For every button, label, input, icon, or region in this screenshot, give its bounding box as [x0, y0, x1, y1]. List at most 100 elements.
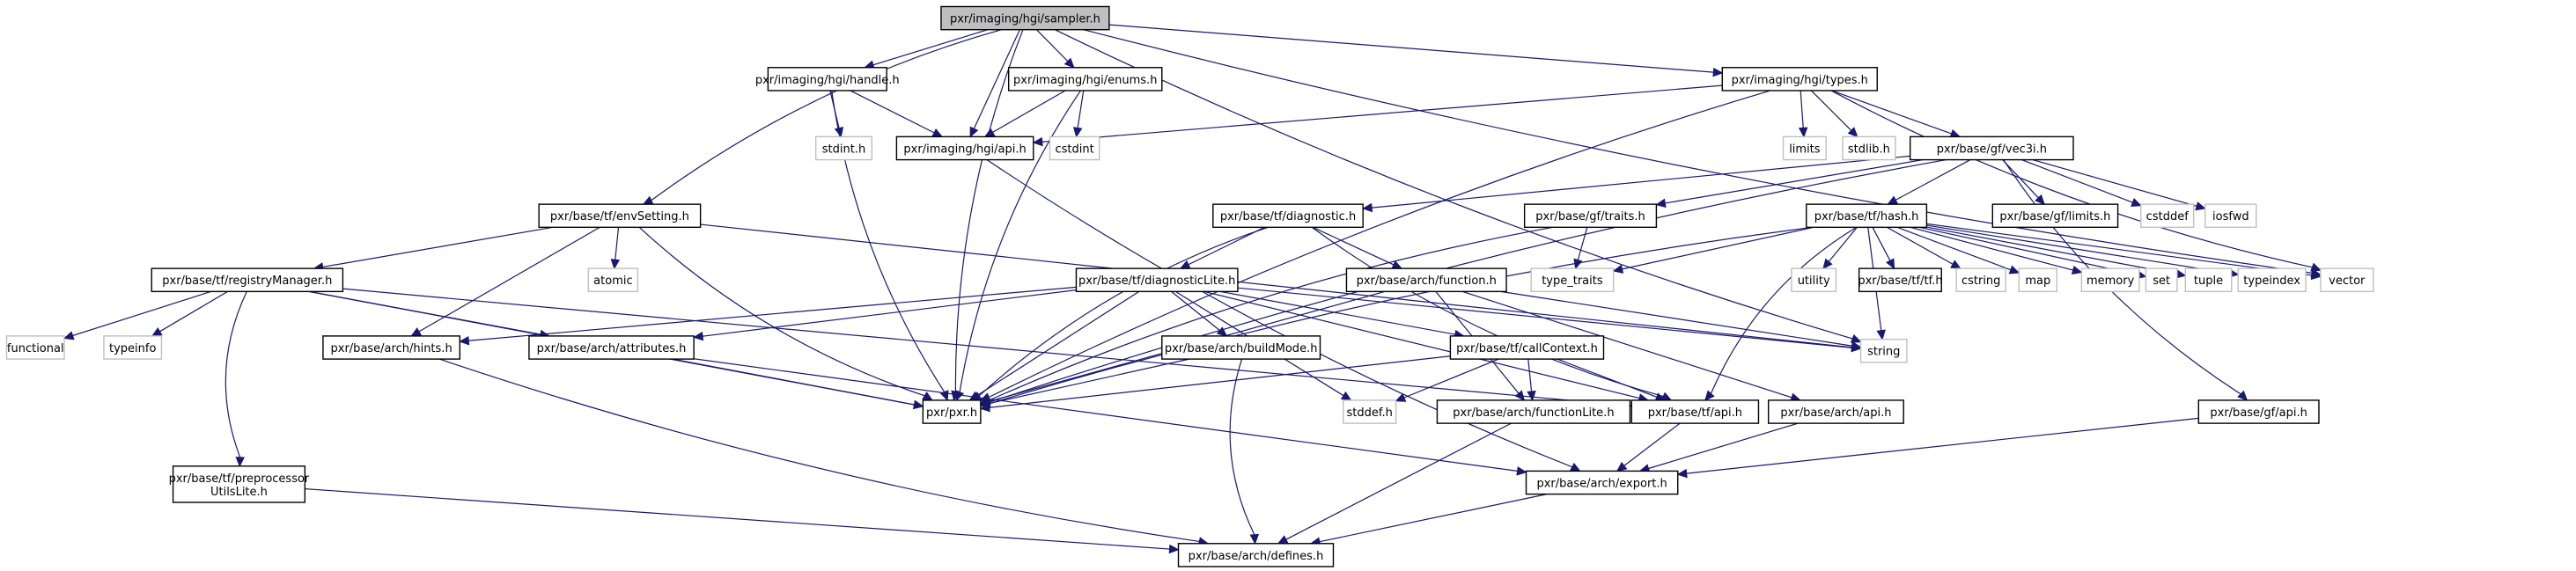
node-types[interactable]: pxr/imaging/hgi/types.h: [1721, 67, 1878, 92]
edge-line: [1895, 159, 1971, 201]
node-envSetting[interactable]: pxr/base/tf/envSetting.h: [538, 203, 702, 229]
node-label: cstdint: [1055, 143, 1093, 156]
edge-line: [1810, 90, 1852, 131]
node-gf-limits[interactable]: pxr/base/gf/limits.h: [1991, 203, 2119, 229]
edge-arch-buildMode-to-pxr-h: [979, 358, 1189, 408]
edge-vec3i-to-diagnostic: [1361, 155, 1910, 213]
node-label: cstring: [1961, 275, 2000, 288]
node-functional: functional: [5, 335, 65, 360]
arrowhead-icon: [1886, 258, 1895, 270]
node-box: [538, 203, 702, 229]
edge-sampler-to-handle: [864, 29, 989, 70]
arrowhead-icon: [642, 195, 654, 205]
node-box: [1177, 543, 1335, 567]
node-stdlib-h: stdlib.h: [1842, 135, 1896, 161]
node-arch-buildMode[interactable]: pxr/base/arch/buildMode.h: [1161, 335, 1321, 360]
edge-line: [1171, 290, 1220, 332]
arrowhead-icon: [922, 392, 933, 401]
edge-line: [1686, 417, 2199, 474]
edge-tf-hash-to-memory: [1910, 226, 2083, 275]
edge-line: [651, 29, 1002, 201]
node-box: [895, 135, 1034, 161]
edge-sampler-to-enums: [1035, 29, 1075, 69]
edge-line: [1557, 358, 1657, 398]
node-box: [322, 335, 460, 360]
edge-line: [1926, 226, 2177, 275]
node-handle[interactable]: pxr/imaging/hgi/handle.h: [755, 67, 900, 92]
node-box: [1955, 267, 2006, 293]
arrowhead-icon: [151, 327, 163, 337]
edge-callContext-to-stddef-h: [1395, 358, 1499, 402]
edge-line: [959, 90, 1081, 392]
edge-enums-to-cstdint: [1072, 90, 1085, 138]
node-pxr-h[interactable]: pxr/pxr.h: [922, 399, 982, 424]
arrowhead-icon: [1950, 260, 1961, 269]
node-label: UtilsLite.h: [210, 486, 268, 499]
node-arch-function[interactable]: pxr/base/arch/function.h: [1345, 267, 1507, 293]
edge-diagnosticLite-to-arch-hints: [459, 286, 1077, 346]
node-arch-export[interactable]: pxr/base/arch/export.h: [1525, 470, 1679, 495]
edge-line: [1828, 226, 1858, 262]
edge-line: [1229, 358, 1255, 536]
edge-preprocessorUtilsLite-to-arch-defines: [305, 488, 1180, 554]
arrowhead-icon: [235, 457, 245, 468]
node-arch-defines[interactable]: pxr/base/arch/defines.h: [1177, 543, 1335, 567]
node-label: pxr/base/arch/export.h: [1536, 478, 1667, 491]
node-tf-api[interactable]: pxr/base/tf/api.h: [1630, 399, 1760, 424]
node-typeinfo: typeinfo: [103, 335, 163, 360]
node-box: [1007, 67, 1163, 92]
node-callContext[interactable]: pxr/base/tf/callContext.h: [1449, 335, 1605, 360]
node-box: [1525, 470, 1679, 495]
node-arch-attributes[interactable]: pxr/base/arch/attributes.h: [528, 335, 695, 360]
node-box: [103, 335, 163, 360]
edge-line: [1527, 359, 1533, 392]
node-enums[interactable]: pxr/imaging/hgi/enums.h: [1007, 67, 1163, 92]
node-box: [528, 335, 695, 360]
node-utility: utility: [1791, 267, 1837, 293]
edge-line: [638, 226, 925, 397]
node-arch-api[interactable]: pxr/base/arch/api.h: [1767, 399, 1904, 424]
edge-diagnosticLite-to-arch-attributes: [692, 289, 1077, 341]
arrowhead-icon: [410, 327, 423, 337]
node-gf-api[interactable]: pxr/base/gf/api.h: [2197, 399, 2320, 424]
node-label: pxr/imaging/hgi/enums.h: [1013, 74, 1157, 87]
edge-handle-to-hgi-api: [850, 90, 944, 137]
node-string: string: [1859, 338, 1908, 363]
node-sampler[interactable]: pxr/imaging/hgi/sampler.h: [940, 5, 1110, 31]
node-tf-tf[interactable]: pxr/base/tf/tf.h: [1858, 267, 1943, 293]
node-registryManager[interactable]: pxr/base/tf/registryManager.h: [151, 267, 344, 293]
edge-arch-attributes-to-arch-export: [694, 358, 1527, 476]
node-vec3i[interactable]: pxr/base/gf/vec3i.h: [1909, 135, 2074, 161]
edge-arch-attributes-to-pxr-h: [672, 358, 924, 410]
edge-line: [973, 29, 1020, 129]
node-box: [814, 135, 873, 161]
node-arch-functionLite[interactable]: pxr/base/arch/functionLite.h: [1436, 399, 1631, 424]
node-gf-traits[interactable]: pxr/base/gf/traits.h: [1523, 203, 1658, 229]
node-diagnosticLite[interactable]: pxr/base/tf/diagnosticLite.h: [1075, 267, 1239, 293]
node-limits: limits: [1782, 135, 1827, 161]
edge-line: [954, 29, 1024, 392]
arrowhead-icon: [1527, 390, 1536, 402]
edge-line: [978, 226, 1269, 397]
nodes-layer: pxr/imaging/hgi/sampler.h pxr/imaging/hgi…: [5, 5, 2374, 567]
arrowhead-icon: [1822, 258, 1833, 270]
arrowhead-icon: [1391, 260, 1403, 269]
node-label: pxr/imaging/hgi/handle.h: [755, 74, 900, 87]
node-hgi-api[interactable]: pxr/imaging/hgi/api.h: [895, 135, 1034, 161]
edge-line: [702, 289, 1077, 337]
node-box: [2145, 267, 2178, 293]
node-label: pxr/base/arch/defines.h: [1189, 550, 1324, 563]
edge-line: [1665, 158, 1924, 204]
edge-line: [1926, 223, 2312, 276]
edge-tf-api-to-arch-export: [1616, 422, 1681, 472]
arrowhead-icon: [1887, 195, 1899, 205]
node-arch-hints[interactable]: pxr/base/arch/hints.h: [322, 335, 460, 360]
node-diagnostic[interactable]: pxr/base/tf/diagnostic.h: [1212, 203, 1364, 229]
edge-line: [986, 159, 1573, 468]
node-tf-hash[interactable]: pxr/base/tf/hash.h: [1806, 203, 1928, 229]
arrowhead-icon: [1032, 136, 1043, 147]
edge-sampler-to-types: [1108, 24, 1724, 77]
edge-tf-hash-to-tf-tf: [1872, 227, 1895, 270]
